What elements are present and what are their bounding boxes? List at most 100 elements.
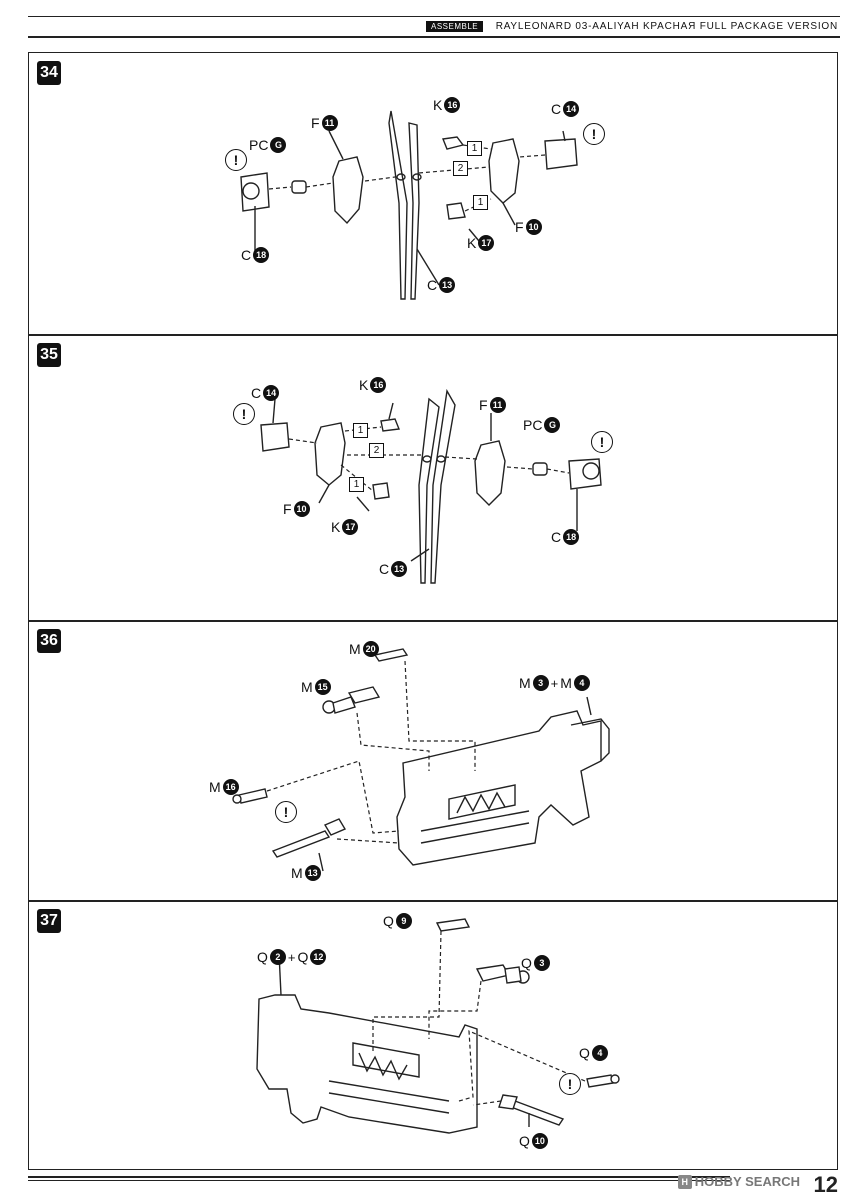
caution-icon: ! [591,431,613,453]
footer-rule [28,1176,730,1178]
part-letter: M [301,679,313,695]
page-footer: H HOBBY SEARCH 12 [28,1172,840,1197]
part-number-badge: 16 [370,377,387,393]
watermark: H HOBBY SEARCH [677,1174,800,1189]
part-number-badge: 3 [532,675,549,691]
footer-rule-thin [28,1180,730,1181]
part-number-badge: 10 [293,501,310,517]
part-letter: F [283,501,292,517]
header-rule-top [28,16,840,17]
part-letter: K [359,377,369,393]
header-rule-bottom [28,36,840,38]
part-number-badge: G [544,417,561,433]
part-letter: PC [249,137,269,153]
watermark-text: HOBBY SEARCH [694,1174,800,1189]
part-letter: M [519,675,531,691]
part-letter: Q [257,949,268,965]
part-number-badge: 16 [444,97,461,113]
part-letter: K [331,519,341,535]
part-number-badge: 11 [489,397,506,413]
part-letter: K [433,97,443,113]
step-number: 36 [37,629,61,653]
part-number-badge: 14 [563,101,580,117]
step-number: 37 [37,909,61,933]
part-letter: C [251,385,262,401]
part-number-badge: 17 [478,235,495,251]
part-number-badge: G [270,137,287,153]
watermark-logo-icon: H [677,1174,692,1189]
part-letter: M [560,675,572,691]
part-letter: K [467,235,477,251]
part-letter: Q [297,949,309,965]
part-number-badge: 9 [395,913,412,929]
caution-icon: ! [225,149,247,171]
part-letter: C [379,561,390,577]
part-number-badge: 2 [269,949,286,965]
part-number-badge: 13 [439,277,456,293]
part-letter: C [241,247,252,263]
step-34-panel: 34 [28,52,838,336]
part-number-badge: 3 [533,955,550,971]
part-number-badge: 12 [310,949,327,965]
order-mark: 2 [453,161,468,176]
step-36-illustration [232,648,610,872]
part-letter: Q [579,1045,590,1061]
part-number-badge: 11 [321,115,338,131]
part-letter: Q [521,955,532,971]
order-mark: 2 [369,443,384,458]
part-letter: M [349,641,361,657]
plus-sign: + [550,675,559,691]
part-number-badge: 13 [391,561,408,577]
part-letter: C [551,101,562,117]
step-number: 35 [37,343,61,367]
part-number-badge: 18 [563,529,580,545]
header-tag: ASSEMBLE [426,21,484,32]
order-mark: 1 [467,141,482,156]
plus-sign: + [287,949,296,965]
part-letter: F [515,219,524,235]
page-header: ASSEMBLE RAYLEONARD 03-AALIYAH KPACHAЯ F… [28,16,840,38]
caution-icon: ! [275,801,297,823]
caution-icon: ! [559,1073,581,1095]
part-letter: Q [383,913,394,929]
header-title: RAYLEONARD 03-AALIYAH KPACHAЯ FULL PACKA… [495,21,838,32]
part-letter: M [291,865,303,881]
part-number-badge: 20 [362,641,379,657]
order-mark: 1 [473,195,488,210]
step-37-illustration [256,918,620,1134]
part-number-badge: 10 [531,1133,548,1149]
part-number-badge: 15 [314,679,331,695]
part-letter: PC [523,417,543,433]
page-number: 12 [813,1172,838,1197]
part-number-badge: 4 [591,1045,608,1061]
part-number-badge: 10 [525,219,542,235]
part-number-badge: 16 [222,779,239,795]
order-mark: 1 [349,477,364,492]
